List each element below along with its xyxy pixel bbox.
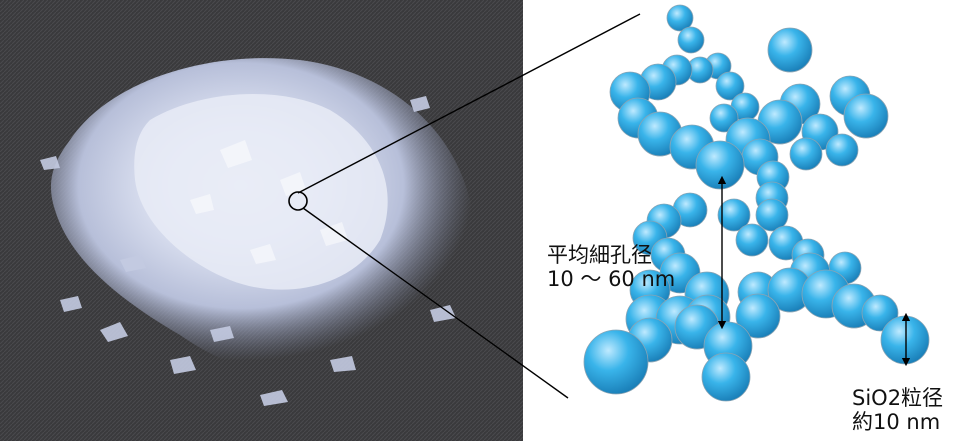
- silica-particle: [666, 4, 694, 32]
- silica-particle: [843, 93, 889, 139]
- silica-particle: [709, 103, 739, 133]
- magnifier-circle: [288, 191, 308, 211]
- silica-particle: [677, 26, 705, 54]
- silica-particle: [880, 315, 930, 365]
- silica-particle: [735, 223, 769, 257]
- silica-particle: [701, 352, 751, 402]
- particle-size-value: 約10 nm: [852, 410, 941, 434]
- silica-particle: [583, 329, 649, 395]
- pore-size-value: 10 ～ 60 nm: [547, 267, 676, 291]
- silica-particle: [715, 71, 745, 101]
- silica-particle: [767, 27, 813, 73]
- pore-size-label: 平均細孔径 10 ～ 60 nm: [547, 243, 675, 291]
- silica-particle: [695, 140, 745, 190]
- zoom-line-bottom: [302, 207, 569, 399]
- silica-particle-chain: [583, 4, 930, 402]
- particle-size-label: SiO2粒径 約10 nm: [852, 386, 943, 434]
- silica-particle: [789, 137, 823, 171]
- silica-particle: [825, 133, 859, 167]
- pore-size-title: 平均細孔径: [547, 243, 652, 267]
- silica-particle: [735, 293, 781, 339]
- zoom-line-top: [297, 13, 641, 194]
- silica-particle: [755, 198, 789, 232]
- particle-size-title: SiO2粒径: [852, 386, 944, 410]
